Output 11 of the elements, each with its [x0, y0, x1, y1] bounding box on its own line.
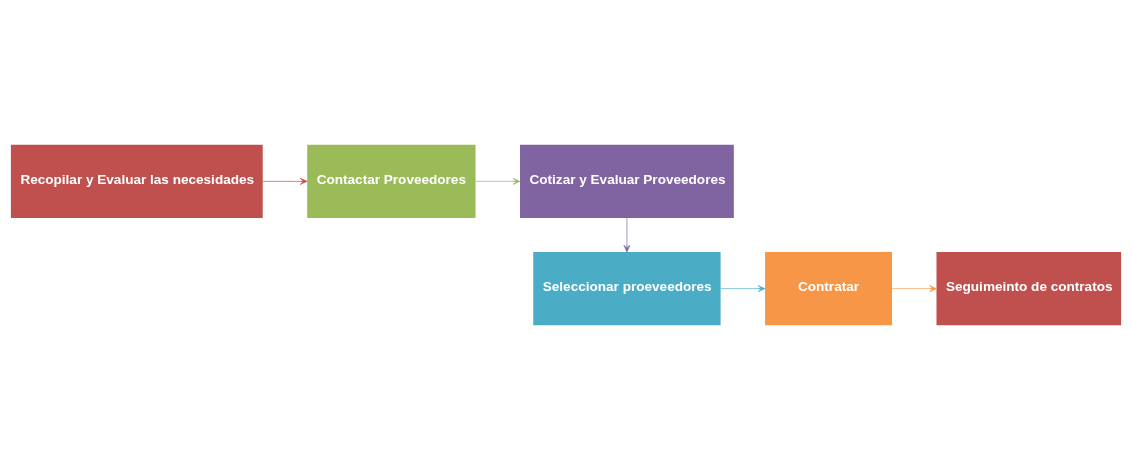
arrow [891, 285, 937, 292]
arrow [623, 217, 631, 253]
arrow [262, 178, 308, 185]
arrow [475, 178, 521, 185]
arrow [720, 285, 766, 292]
node-box: Seleccionar proeveedores [533, 251, 721, 326]
node-box: Contratar [765, 251, 892, 326]
node-box: Contactar Proveedores [307, 144, 476, 219]
node-box: Cotizar y Evaluar Proveedores [520, 144, 734, 219]
node-box: Recopilar y Evaluar las necesidades [10, 144, 263, 219]
node-box: Seguimeinto de contratos [936, 251, 1122, 326]
